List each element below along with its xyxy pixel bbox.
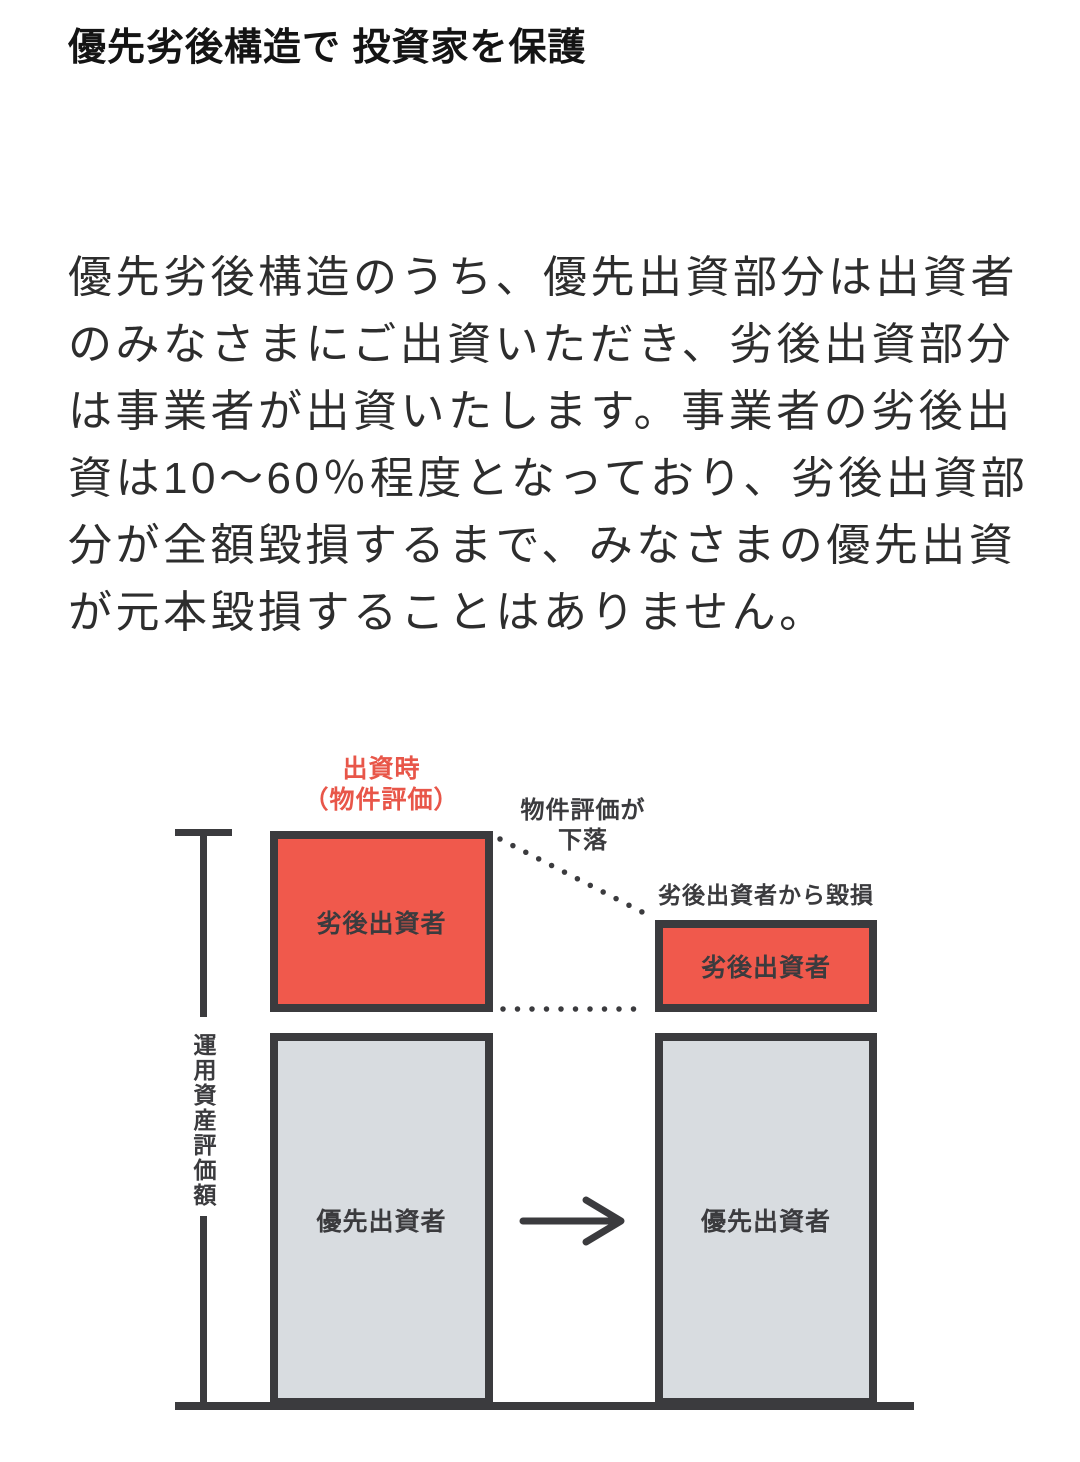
body-line: 分が全額毀損するまで、みなさまの優先出資 bbox=[68, 521, 1017, 570]
valuation-decline-line1: 物件評価が bbox=[520, 797, 646, 824]
arrow-head bbox=[582, 1196, 625, 1246]
body-line: のみなさまにご出資いただき、劣後出資部分 bbox=[68, 320, 1015, 369]
axis-line-upper bbox=[200, 829, 207, 1017]
after-senior-box: 優先出資者 bbox=[655, 1033, 877, 1406]
investment-time-caption: 出資時 （物件評価） bbox=[270, 754, 493, 816]
baseline bbox=[175, 1402, 914, 1410]
asset-valuation-axis-label: 運用資産評価額 bbox=[190, 1032, 216, 1208]
loss-from-subordinated-caption: 劣後出資者から毀損 bbox=[658, 882, 874, 908]
valuation-decline-caption: 物件評価が 下落 bbox=[490, 796, 676, 856]
body-line: 資は10〜60％程度となっており、劣後出資部 bbox=[68, 454, 1029, 503]
before-senior-box: 優先出資者 bbox=[270, 1033, 493, 1406]
body-line: 優先劣後構造のうち、優先出資部分は出資者 bbox=[68, 253, 1018, 302]
transition-arrow-icon bbox=[519, 1196, 625, 1246]
after-subordinated-box: 劣後出資者 bbox=[655, 920, 877, 1012]
investment-time-caption-line1: 出資時 bbox=[342, 755, 421, 783]
axis-line-lower bbox=[200, 1216, 207, 1406]
before-subordinated-box: 劣後出資者 bbox=[270, 831, 493, 1012]
before-subordinated-label: 劣後出資者 bbox=[316, 909, 447, 938]
after-subordinated-label: 劣後出資者 bbox=[700, 954, 831, 982]
page-title: 優先劣後構造で 投資家を保護 bbox=[68, 27, 587, 69]
body-line: が元本毀損することはありません。 bbox=[68, 588, 827, 637]
valuation-decline-line2: 下落 bbox=[558, 827, 608, 854]
before-senior-label: 優先出資者 bbox=[316, 1207, 447, 1236]
body-line: は事業者が出資いたします。事業者の劣後出 bbox=[68, 387, 1014, 436]
investment-time-caption-line2: （物件評価） bbox=[303, 786, 460, 814]
after-senior-label: 優先出資者 bbox=[700, 1207, 831, 1236]
body-paragraph: 優先劣後構造のうち、優先出資部分は出資者 のみなさまにご出資いただき、劣後出資部… bbox=[68, 244, 1028, 646]
